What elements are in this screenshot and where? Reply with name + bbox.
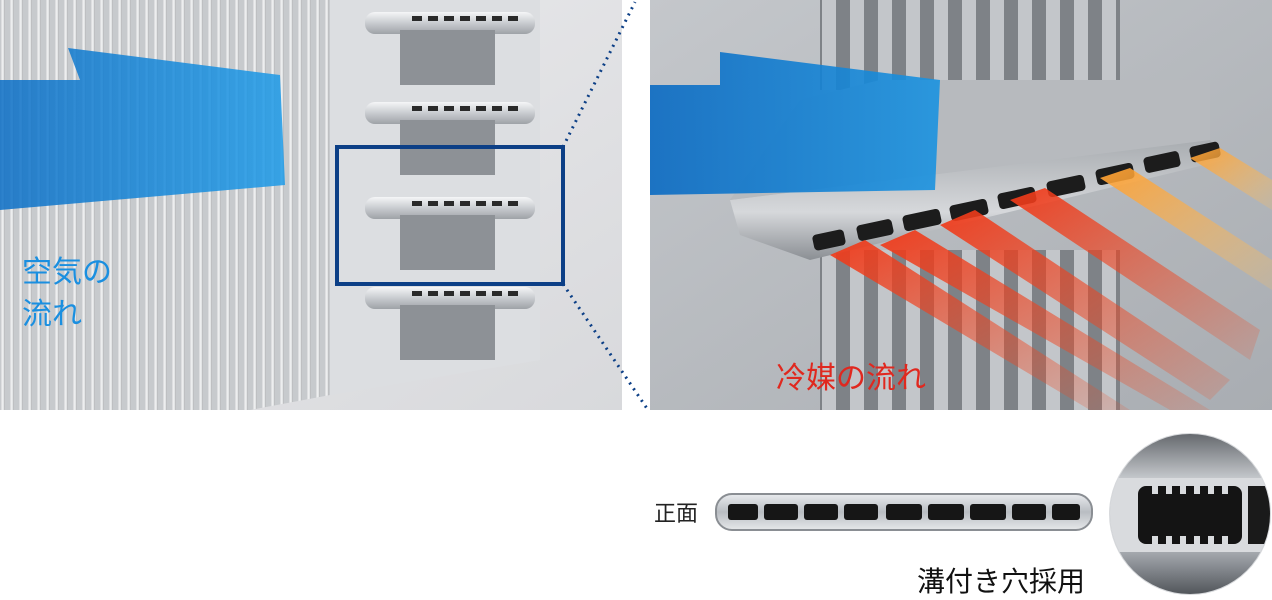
air-flow-label-line1: 空気の <box>22 255 112 290</box>
air-flow-label: 空気の 流れ <box>22 252 112 336</box>
air-flow-label-line2: 流れ <box>22 297 82 332</box>
air-flow-arrow-closeup <box>650 52 940 195</box>
heat-exchanger-overview-photo <box>0 0 622 410</box>
tube-row <box>365 12 535 85</box>
refrigerant-flow-label: 冷媒の流れ <box>776 361 926 396</box>
refrigerant-flow-arrows <box>830 148 1272 410</box>
tube-closeup-photo <box>650 0 1272 410</box>
tube-row <box>365 197 535 270</box>
front-view-label: 正面 <box>654 502 699 527</box>
tube-row <box>365 287 535 360</box>
tube-rows <box>365 12 535 360</box>
tube-front-view <box>715 493 1093 531</box>
air-flow-arrow <box>0 48 285 210</box>
zoom-highlight-box <box>335 145 565 286</box>
grooved-holes-label: 溝付き穴採用 <box>917 565 1086 598</box>
grooved-hole-magnifier <box>1109 433 1271 595</box>
